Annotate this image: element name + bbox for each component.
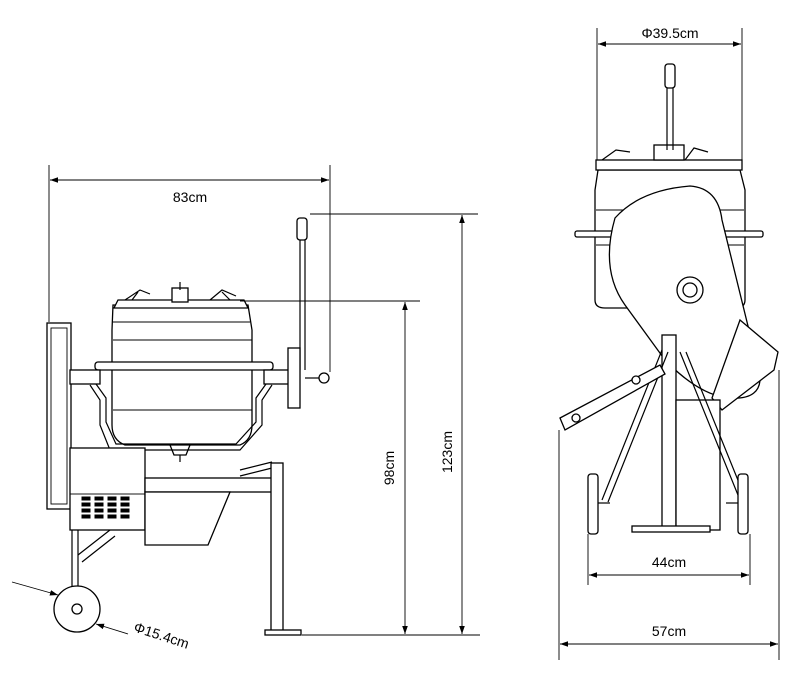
dim-label-wheel-track: 57cm bbox=[652, 623, 686, 639]
dim-label-drum-diameter: Φ39.5cm bbox=[641, 25, 698, 41]
front-wheel-right bbox=[726, 473, 749, 535]
dim-label-total-height: 123cm bbox=[439, 431, 455, 473]
front-handle bbox=[664, 63, 676, 150]
side-drum bbox=[94, 282, 274, 462]
tilt-handle bbox=[287, 217, 330, 409]
left-pivot bbox=[69, 369, 101, 385]
front-frame bbox=[559, 334, 747, 533]
front-wheel-left bbox=[587, 473, 610, 535]
dim-label-side-width: 83cm bbox=[173, 189, 207, 205]
side-view: 83cm 98cm 123cm Φ15.4cm bbox=[11, 165, 480, 652]
side-wheel bbox=[53, 585, 101, 633]
dim-label-drum-height: 98cm bbox=[381, 451, 397, 485]
side-frame bbox=[71, 461, 302, 636]
motor-box bbox=[69, 447, 146, 531]
front-view: Φ39.5cm 44cm 57cm bbox=[558, 25, 780, 660]
gear-housing bbox=[608, 185, 779, 411]
dim-label-wheel-diameter: Φ15.4cm bbox=[132, 619, 191, 652]
dim-label-base-width: 44cm bbox=[652, 554, 686, 570]
